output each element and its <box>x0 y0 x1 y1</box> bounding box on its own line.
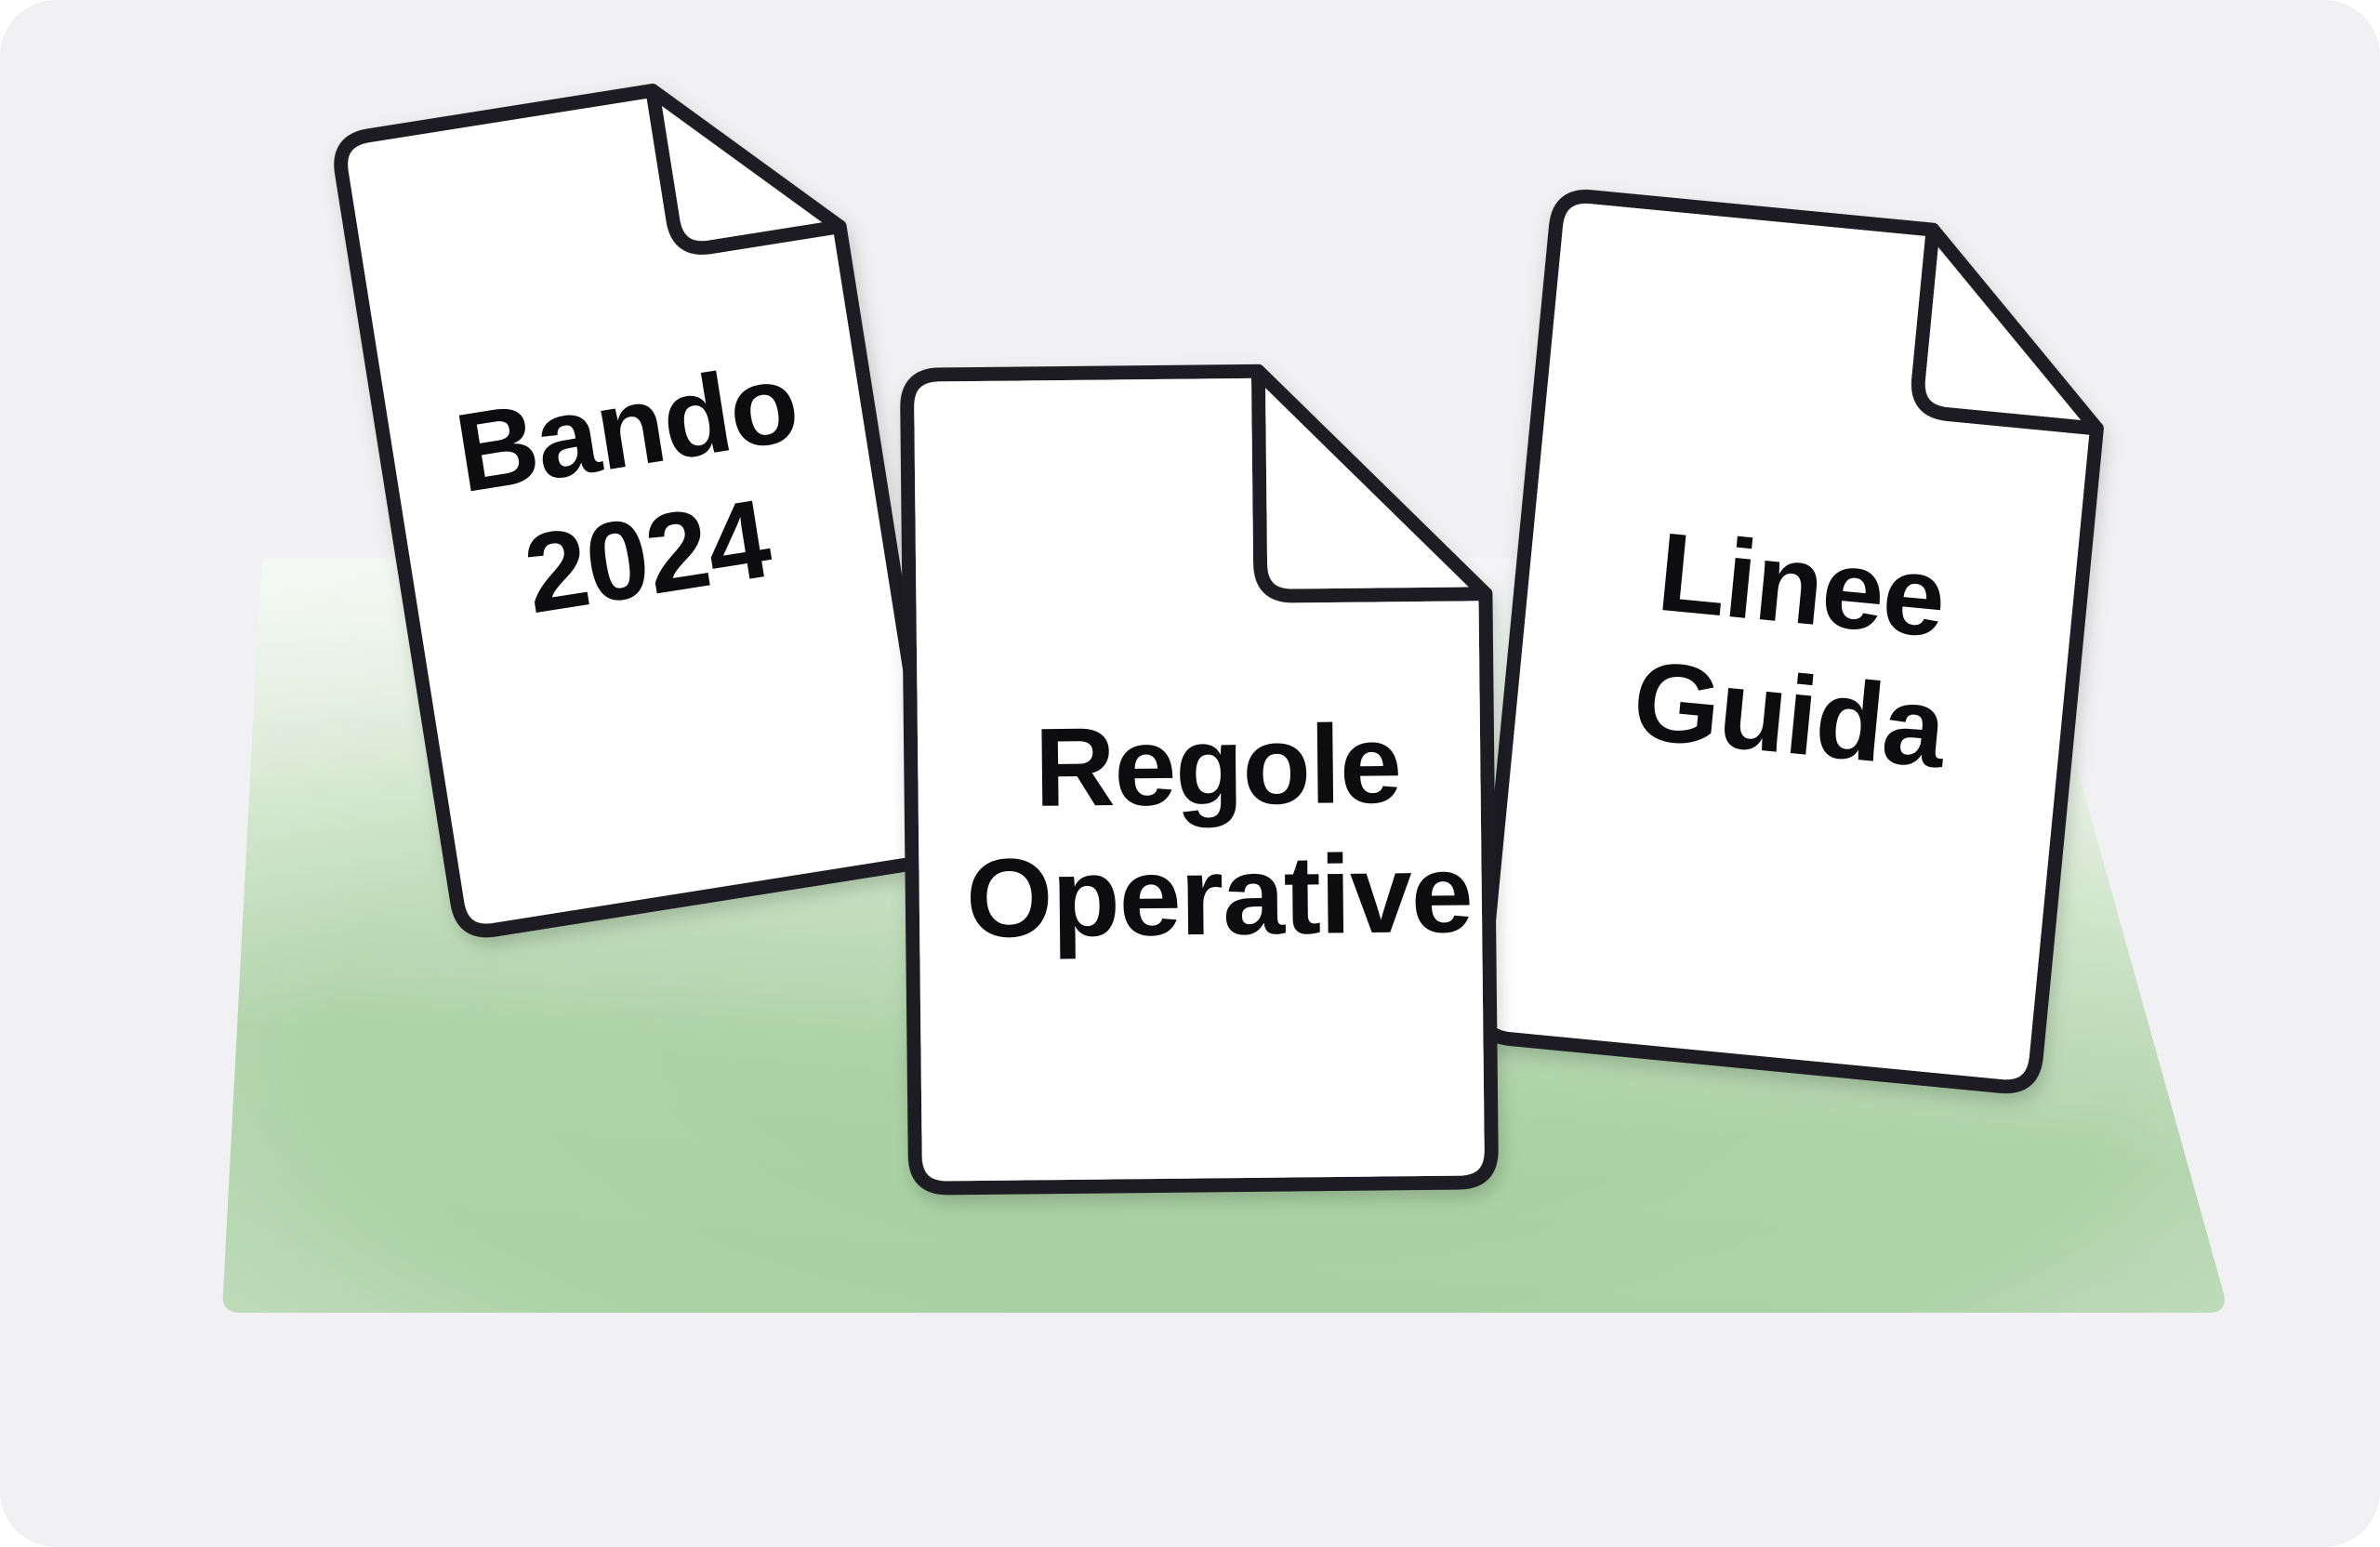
document-regole-operative[interactable]: Regole Operative <box>900 364 1499 1196</box>
folded-corner-flap <box>1250 364 1493 603</box>
folded-corner-flap <box>645 83 847 256</box>
document-bando-2024[interactable]: Bando 2024 <box>334 65 943 938</box>
document-title-line-2: Guida <box>1628 638 1952 792</box>
document-page <box>900 364 1499 1196</box>
document-linee-guida[interactable]: Linee Guida <box>1474 190 2114 1094</box>
folded-corner-flap <box>1911 222 2104 436</box>
document-title-line-2: Operative <box>965 831 1473 961</box>
document-title-line-1: Regole <box>1034 702 1401 830</box>
document-title-line-1: Linee <box>1653 509 1950 661</box>
